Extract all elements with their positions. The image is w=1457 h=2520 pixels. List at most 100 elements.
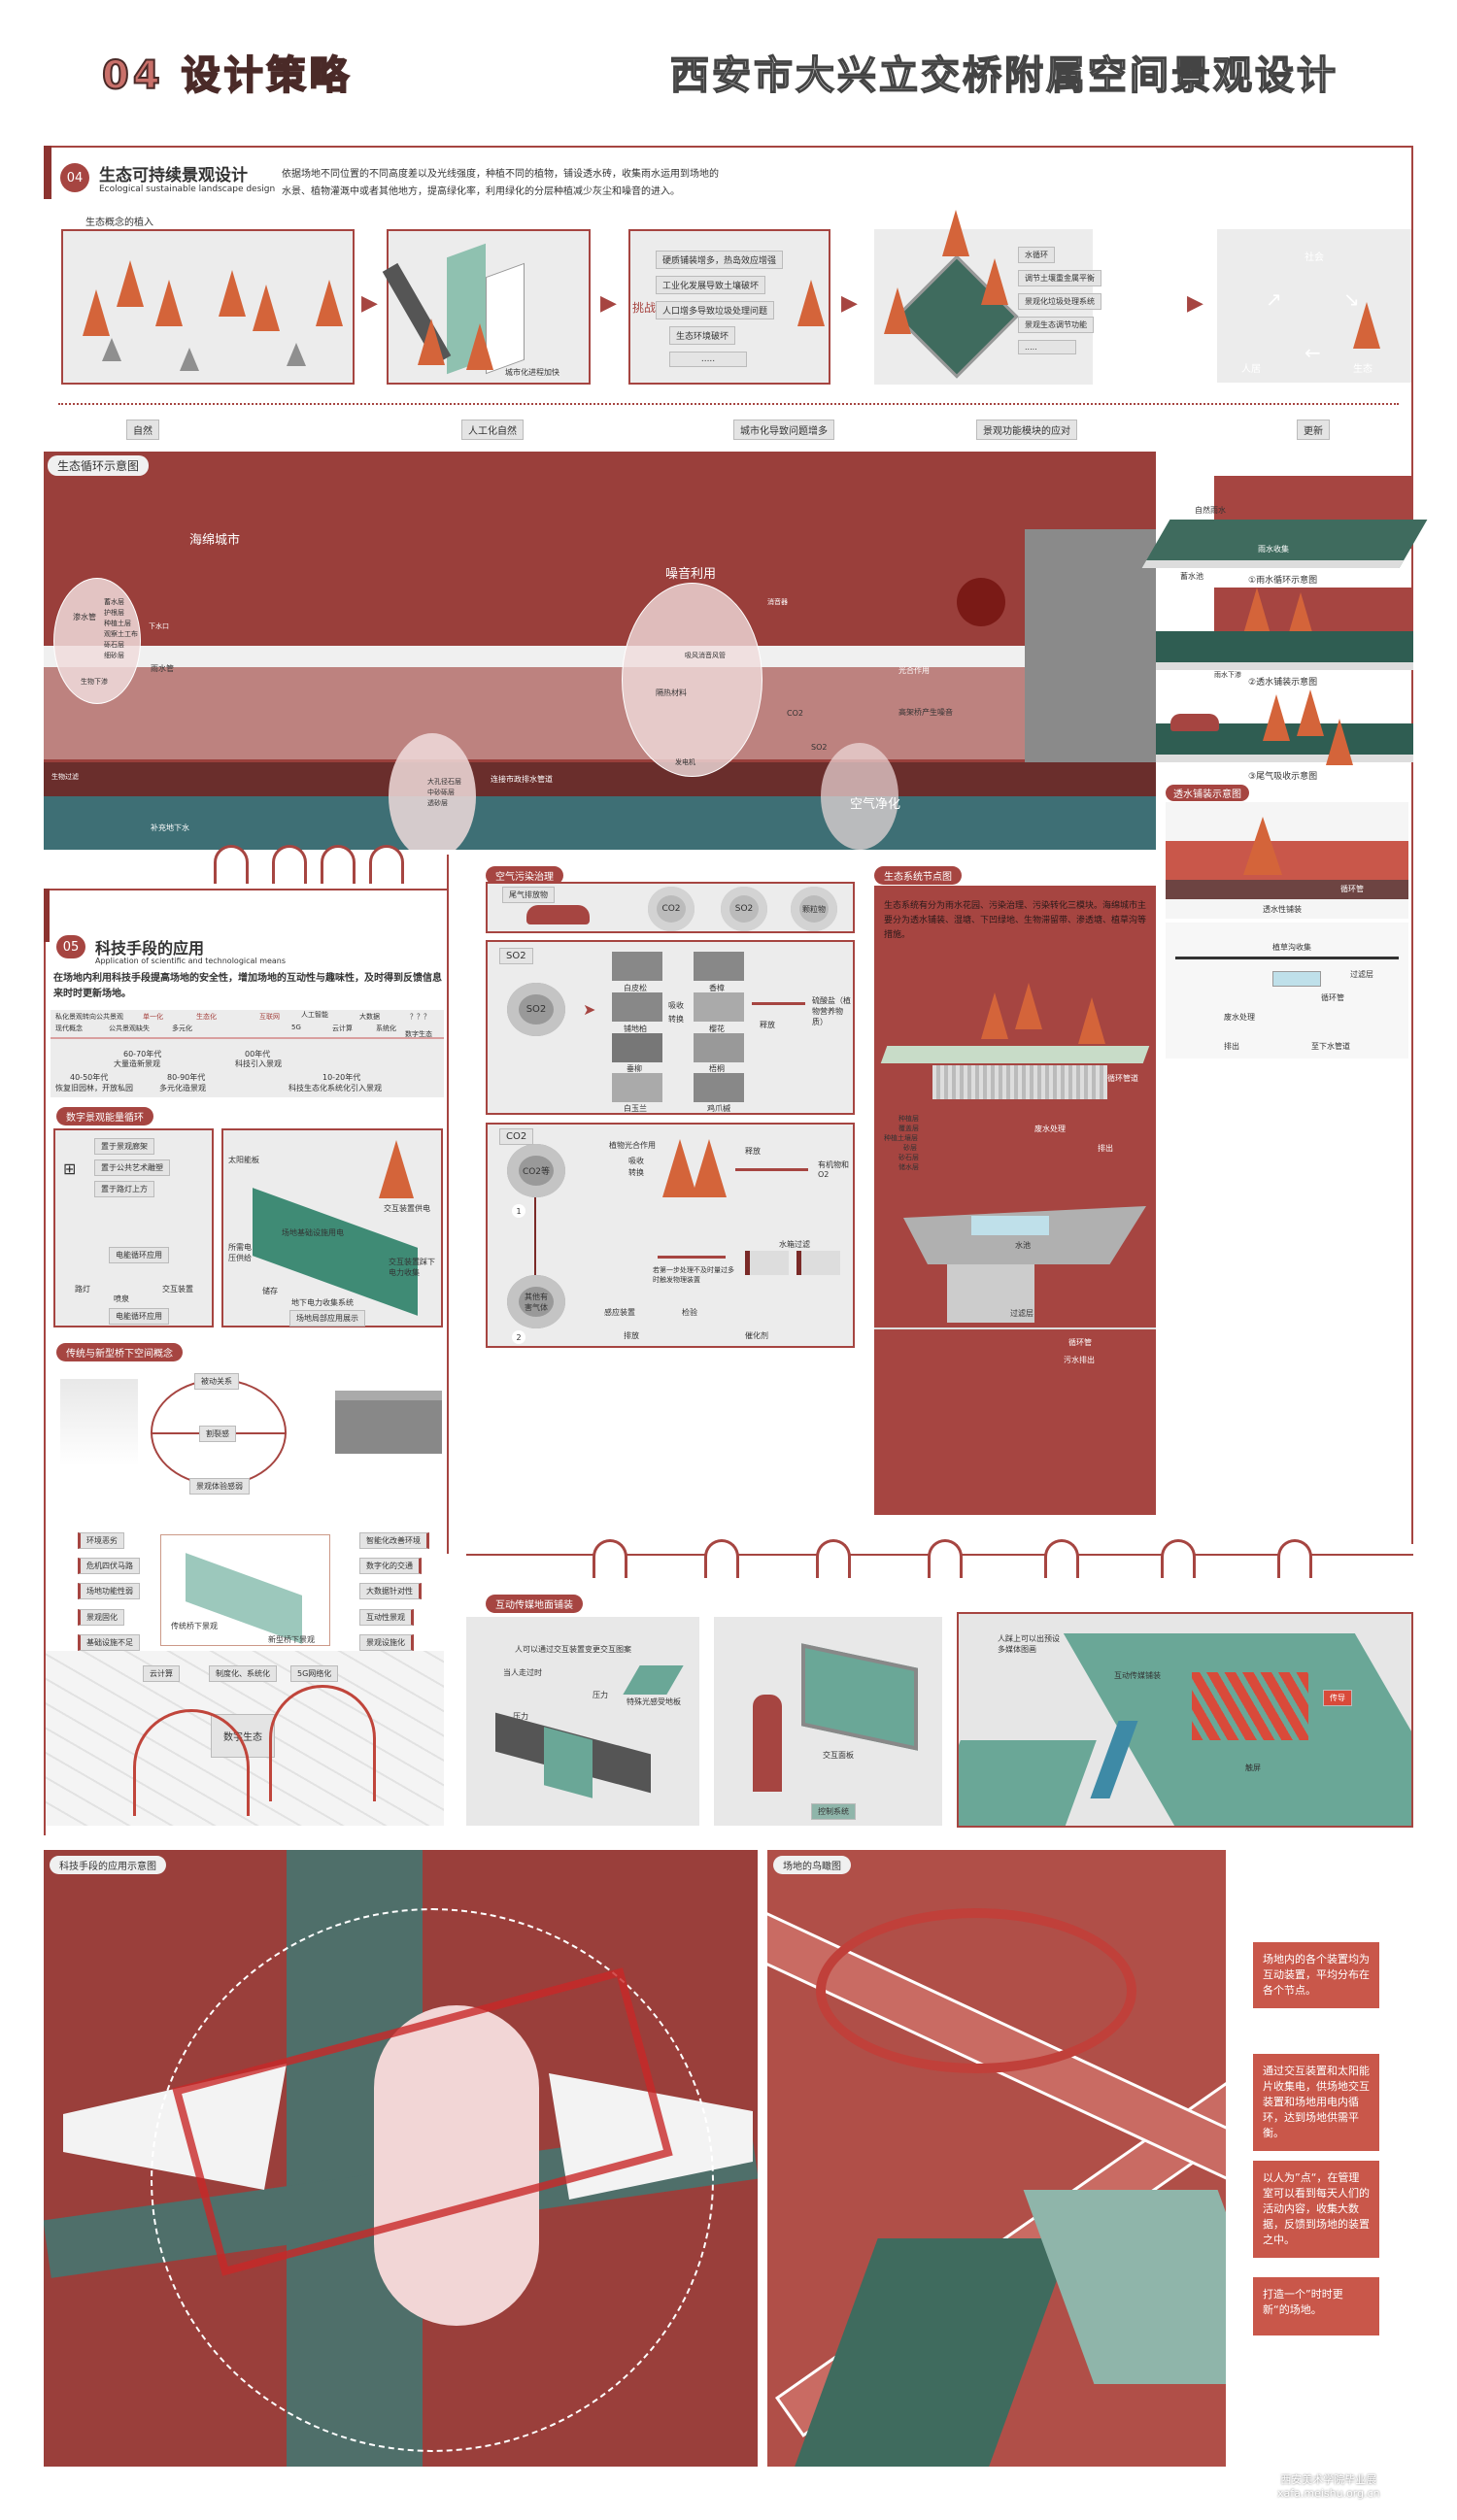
co2-heading: CO2 xyxy=(499,1128,534,1145)
frame-top xyxy=(44,146,1413,1544)
sponge-label: 海绵城市 xyxy=(189,533,241,548)
ring-connector xyxy=(321,845,356,884)
timeline-label: 更新 xyxy=(1297,420,1330,440)
convert-label: 转换 xyxy=(628,1168,644,1177)
urban-label: 城市化进程加快 xyxy=(505,368,559,377)
project-title: 西安市大兴立交桥附属空间景观设计 xyxy=(669,52,1338,99)
site-label: 太阳能板 xyxy=(228,1156,259,1164)
era-year: 80-90年代 xyxy=(167,1073,206,1082)
lamp-label: 路灯 xyxy=(75,1285,90,1294)
ring-connector xyxy=(369,845,404,884)
plant-label: 樱花 xyxy=(709,1025,725,1033)
old-landscape-label: 传统桥下景观 xyxy=(171,1622,218,1630)
response-item: 调节土壤重金属平衡 xyxy=(1018,270,1101,286)
new-feature: 智能化改善环境 xyxy=(359,1532,429,1549)
challenge-item: ..... xyxy=(669,352,747,367)
arrow-icon: ↗ xyxy=(1266,287,1282,311)
sewer-label: 至下水管道 xyxy=(1311,1042,1350,1051)
new-feature: 互动性景观 xyxy=(359,1609,414,1626)
section-number: 04 xyxy=(101,52,164,99)
era-year: 10-20年代 xyxy=(322,1073,361,1082)
co2-circle: CO2等 xyxy=(507,1144,565,1197)
section-label: 观察土工布 xyxy=(104,630,138,638)
challenge-item: 生态环境破坏 xyxy=(669,326,736,345)
era-text: 科技生态化系统化引入景观 xyxy=(288,1084,382,1092)
watermark-line: xafa.meishu.org.cn xyxy=(1277,2487,1380,2500)
plaza-label: 人踩上可以出预设多媒体图画 xyxy=(998,1634,1060,1654)
air-label: 空气净化 xyxy=(850,797,901,812)
site-label: 场地局部应用展示 xyxy=(289,1310,365,1327)
media-label: 压力 xyxy=(513,1712,528,1721)
out-label: 排出 xyxy=(1224,1042,1239,1051)
arrow-icon: ← xyxy=(1305,341,1321,364)
plant-label: 鸡爪槭 xyxy=(707,1104,730,1113)
sensor-label: 感应装置 xyxy=(604,1308,635,1317)
tech-subtitle: Application of scientific and technologi… xyxy=(95,957,287,965)
exhaust-panel: 尾气排放物 CO2 SO2 颗粒物 xyxy=(486,882,855,933)
bridge-illustration xyxy=(335,1391,442,1454)
organic-label: 有机物和O2 xyxy=(818,1160,849,1179)
exhaust-diagram xyxy=(1156,689,1413,767)
grass-label: 植草沟收集 xyxy=(1272,943,1311,952)
section-label: 细砂层 xyxy=(104,652,124,659)
ring-connector xyxy=(1161,1539,1196,1578)
eco-desc-2: 水景、植物灌溉中或者其他地方，提高绿化率，利用绿化的分层种植减少灰尘和噪音的进入… xyxy=(282,186,680,197)
photo-label: 植物光合作用 xyxy=(609,1141,656,1150)
section-label: 蓄水层 xyxy=(104,598,124,606)
section-label: 中砂砾层 xyxy=(427,789,455,796)
section-badge: 04 xyxy=(60,163,89,192)
release-label: 释放 xyxy=(745,1147,761,1156)
ring-connector xyxy=(1044,1539,1079,1578)
section-title: 设计策略 xyxy=(181,52,353,99)
media-panel-diagram: 交互面板 控制系统 xyxy=(714,1617,942,1826)
noise-label: 噪音利用 xyxy=(665,567,717,582)
section-label: 护根层 xyxy=(104,609,124,617)
panel-label: 交互面板 xyxy=(823,1751,854,1760)
section-label: 生物过滤 xyxy=(51,773,79,781)
media-tag: 互动传媒地面铺装 xyxy=(486,1595,583,1613)
history-tag: 多元化 xyxy=(172,1025,192,1032)
ring-connector xyxy=(704,1539,739,1578)
energy-tag: 数字景观能量循环 xyxy=(56,1107,153,1126)
plaza-label: 互动传媒铺装 xyxy=(1114,1671,1161,1680)
challenge-label: 挑战 xyxy=(632,301,657,315)
compare-box: 传统桥下景观 新型桥下景观 xyxy=(160,1534,330,1646)
permeable-section: 循环管 透水性铺装 xyxy=(1166,802,1408,919)
node-label: 水池 xyxy=(1015,1241,1031,1250)
absorb-label: 吸收 xyxy=(668,1001,684,1010)
concept-label: 生态概念的植入 xyxy=(85,218,153,228)
pollutant-particles: 颗粒物 xyxy=(791,887,837,931)
car-icon xyxy=(1170,714,1219,731)
node-label: 循环管道 xyxy=(1107,1074,1138,1083)
so2-circle: SO2 xyxy=(507,983,565,1036)
chevron-right-icon: ▶ xyxy=(600,291,617,316)
media-floor-panel: 人可以通过交互装置变更交互图案 当人走过时 压力 压力 特殊光感受地板 xyxy=(466,1617,699,1826)
new-landscape-label: 新型桥下景观 xyxy=(268,1635,315,1644)
permeable-diagram: 雨水下渗 xyxy=(1156,588,1413,680)
perm-label: 透水性铺装 xyxy=(1263,905,1302,914)
connector-line xyxy=(447,855,457,1554)
section-badge: 05 xyxy=(56,935,85,958)
history-tag: 单一化 xyxy=(143,1013,163,1021)
aerial-note: 打造一个”时时更新“的场地。 xyxy=(1253,2277,1379,2335)
challenge-item: 工业化发展导致土壤破坏 xyxy=(656,276,766,294)
era-text: 大量造新景观 xyxy=(114,1059,160,1068)
era-year: 00年代 xyxy=(245,1050,271,1058)
tech-desc: 在场地内利用科技手段提高场地的安全性，增加场地的互动性与趣味性，及时得到反馈信息… xyxy=(53,973,442,999)
plaza-label: 传导 xyxy=(1323,1690,1352,1706)
section-label: SO2 xyxy=(811,743,828,752)
section-label: 渗水管 xyxy=(73,613,96,622)
relation-label: 景观体验感弱 xyxy=(189,1478,250,1495)
chevron-right-icon: ▶ xyxy=(361,291,378,316)
panel-challenges: 挑战 硬质铺装增多，热岛效应增强 工业化发展导致土壤破坏 人口增多导致垃圾处理问… xyxy=(628,229,830,385)
plant-label: 垂柳 xyxy=(627,1064,642,1073)
layer-label: 砂石层 xyxy=(898,1154,919,1161)
site-label: 所需电压供给 xyxy=(228,1243,252,1262)
history-tag: 系统化 xyxy=(376,1025,396,1032)
so2-panel: SO2 SO2 ➤ 白皮松 香樟 铺地柏 樱花 垂柳 梧桐 白玉兰 鸡爪槭 吸收… xyxy=(486,940,855,1115)
new-feature: 景观设施化 xyxy=(359,1634,414,1651)
layer-label: 砂层 xyxy=(903,1144,917,1152)
map-tag: 场地的鸟瞰图 xyxy=(773,1856,851,1874)
digital-item: 云计算 xyxy=(143,1665,180,1682)
challenge-item: 人口增多导致垃圾处理问题 xyxy=(656,301,775,319)
